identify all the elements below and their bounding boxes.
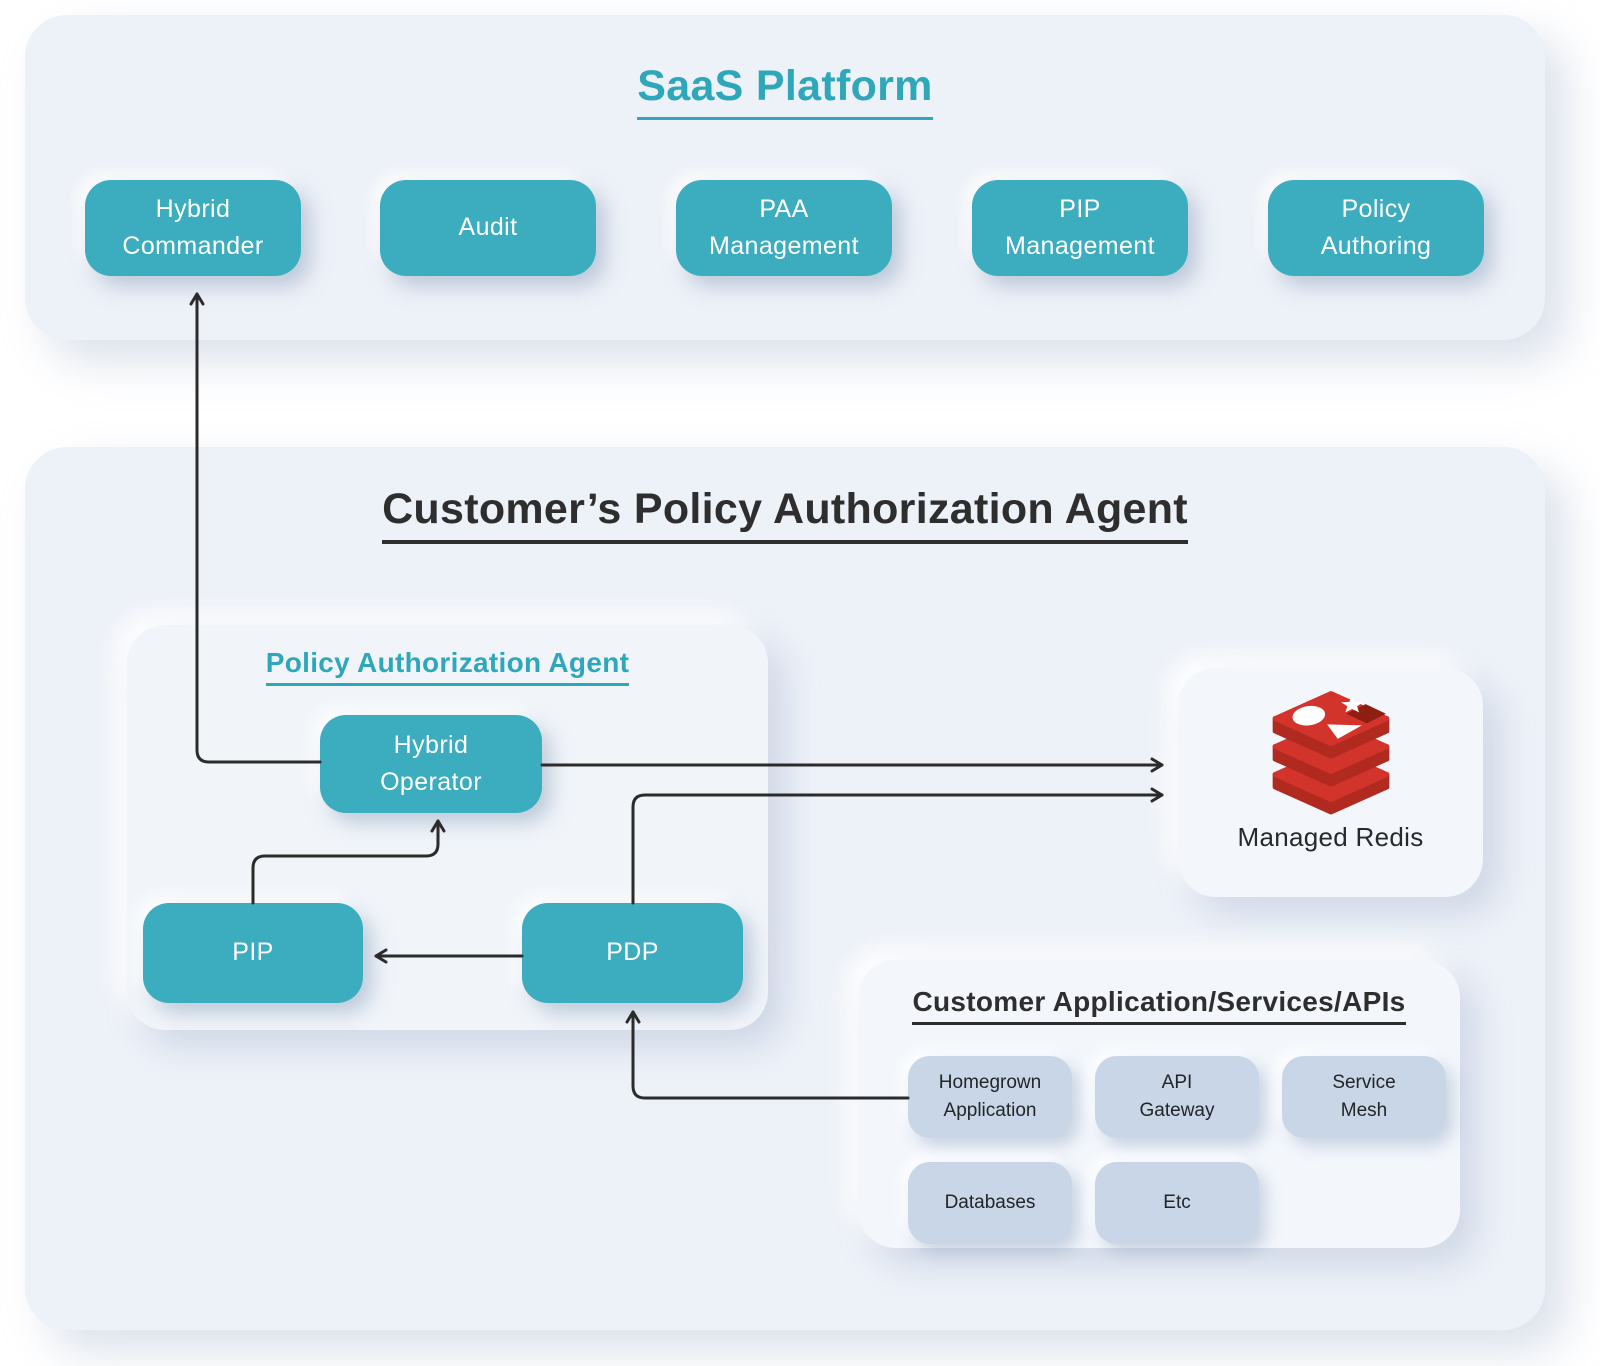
customer-paa-panel: Customer’s Policy Authorization Agent Po… bbox=[25, 447, 1545, 1330]
node-hybrid-commander: Hybrid Commander bbox=[85, 180, 301, 276]
node-hybrid-operator: Hybrid Operator bbox=[320, 715, 542, 813]
node-paa-management: PAA Management bbox=[676, 180, 892, 276]
managed-redis-card: Managed Redis bbox=[1178, 668, 1483, 897]
saas-platform-panel: SaaS Platform Hybrid Commander Audit PAA… bbox=[25, 15, 1545, 340]
node-pip: PIP bbox=[143, 903, 363, 1003]
customer-paa-title: Customer’s Policy Authorization Agent bbox=[25, 485, 1545, 544]
node-homegrown-application: Homegrown Application bbox=[908, 1056, 1072, 1138]
node-pdp: PDP bbox=[522, 903, 743, 1003]
node-api-gateway: API Gateway bbox=[1095, 1056, 1259, 1138]
policy-authorization-agent-panel: Policy Authorization Agent Hybrid Operat… bbox=[127, 625, 768, 1030]
customer-apps-title: Customer Application/Services/APIs bbox=[858, 986, 1460, 1025]
node-audit: Audit bbox=[380, 180, 596, 276]
node-databases: Databases bbox=[908, 1162, 1072, 1244]
node-pip-management: PIP Management bbox=[972, 180, 1188, 276]
node-policy-authoring: Policy Authoring bbox=[1268, 180, 1484, 276]
saas-platform-title: SaaS Platform bbox=[25, 62, 1545, 120]
redis-logo-icon bbox=[1256, 680, 1406, 820]
node-etc: Etc bbox=[1095, 1162, 1259, 1244]
node-service-mesh: Service Mesh bbox=[1282, 1056, 1446, 1138]
policy-authorization-agent-title: Policy Authorization Agent bbox=[127, 647, 768, 686]
managed-redis-label: Managed Redis bbox=[1237, 822, 1424, 852]
customer-apps-panel: Customer Application/Services/APIs Homeg… bbox=[858, 960, 1460, 1248]
